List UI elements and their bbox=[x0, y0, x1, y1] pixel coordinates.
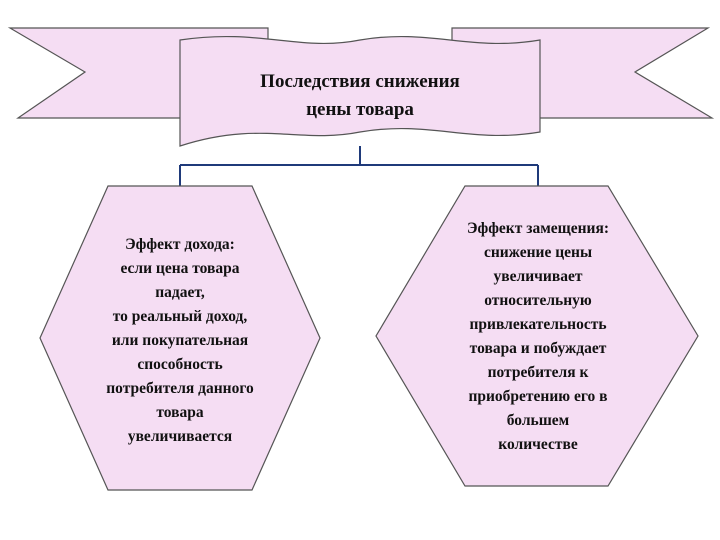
substitution-effect-text: Эффект замещения: снижение цены увеличив… bbox=[466, 220, 610, 453]
banner-title: Последствия снижения цены товара bbox=[260, 71, 460, 120]
right-hexagon bbox=[375, 185, 699, 487]
banner-center bbox=[179, 35, 541, 147]
income-effect-text: Эффект дохода: если цена товара падает, … bbox=[106, 236, 254, 445]
left-hexagon bbox=[39, 185, 321, 491]
